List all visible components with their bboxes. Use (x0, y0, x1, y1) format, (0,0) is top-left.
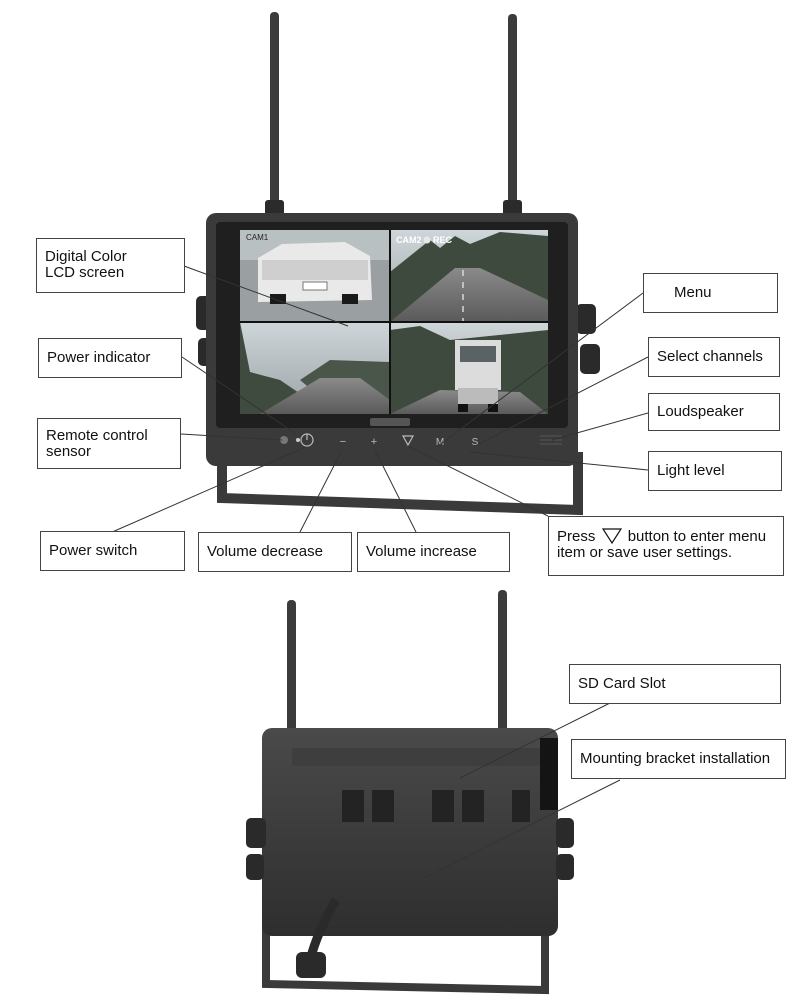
rec-dot (423, 236, 431, 244)
vents (342, 790, 530, 822)
volume-decrease-button[interactable]: − (340, 436, 346, 448)
confirm-button[interactable] (401, 435, 415, 447)
press-text-after: button to enter menu (627, 528, 767, 545)
label-power-indicator: Power indicator (38, 338, 182, 378)
label-volume-decrease: Volume decrease (198, 532, 352, 572)
lcd-screen: CAM1 CAM2 REC (240, 230, 548, 414)
label-loudspeaker: Loudspeaker (648, 393, 780, 431)
front-leader-lines (109, 265, 649, 534)
back-left-knob (246, 818, 266, 848)
button-row: − + M S (280, 433, 562, 448)
label-sd-card-slot: SD Card Slot (569, 664, 781, 704)
label-light-level: Light level (648, 451, 782, 491)
label-mounting-bracket: Mounting bracket installation (571, 739, 786, 779)
triangle-icon (601, 528, 622, 544)
front-bracket (217, 450, 583, 516)
sd-card-slot-edge (540, 738, 558, 810)
back-body (262, 728, 558, 936)
remote-sensor (280, 436, 288, 444)
power-indicator (296, 438, 300, 442)
cam-label: CAM2 (396, 235, 422, 245)
right-knob (576, 304, 596, 334)
label-remote-sensor: Remote control sensor (37, 418, 181, 469)
press-text-line2: item or save user settings. (557, 544, 733, 561)
right-antenna (508, 14, 517, 217)
front-monitor: CAM1 CAM2 REC (196, 12, 600, 516)
back-monitor (246, 590, 574, 995)
left-antenna (270, 12, 279, 217)
volume-increase-button[interactable]: + (371, 436, 377, 448)
label-lcd-screen: Digital Color LCD screen (36, 238, 185, 293)
label-press-button: Press button to enter menu item or save … (548, 516, 784, 576)
select-channels-button[interactable]: S (472, 437, 479, 448)
press-text: Press (557, 528, 596, 545)
loudspeaker-grille (540, 435, 562, 445)
rec-label: REC (433, 235, 453, 245)
label-select-channels: Select channels (648, 337, 780, 377)
power-switch[interactable] (300, 433, 314, 447)
back-leader-lines (423, 702, 621, 879)
back-right-knob (556, 818, 574, 848)
svg-text:CAM1: CAM1 (246, 233, 269, 242)
label-power-switch: Power switch (40, 531, 185, 571)
label-menu: Menu (643, 273, 778, 313)
label-volume-increase: Volume increase (357, 532, 510, 572)
menu-button[interactable]: M (436, 437, 444, 448)
